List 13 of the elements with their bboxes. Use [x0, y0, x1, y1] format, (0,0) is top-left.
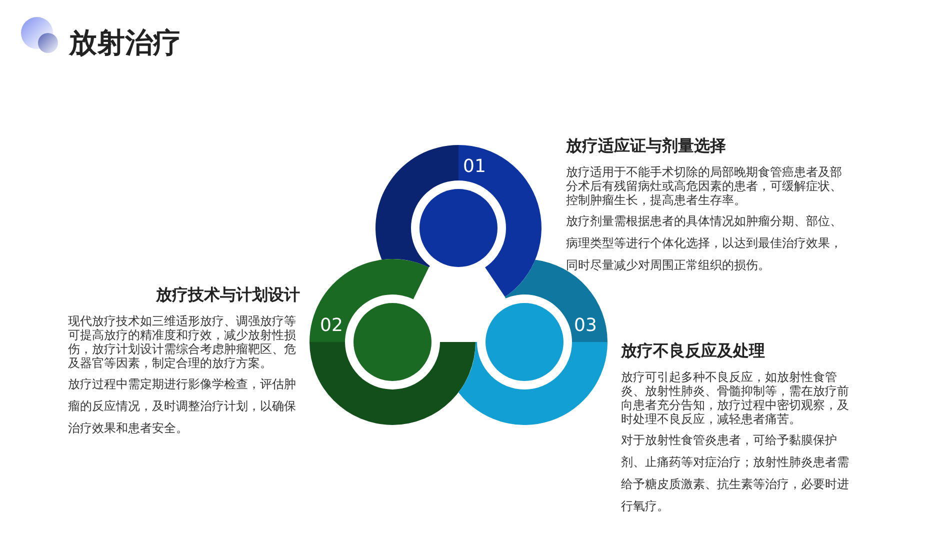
body-text: 放疗可引起多种不良反应，如放射性食管炎、放射性肺炎、骨髓抑制等，需在放疗前向患者充分告知，放疗过程中密切观察，及时处理不良反应，减轻患者痛苦。 — [621, 370, 850, 426]
body-text: 对于放射性食管炎患者，可给予黏膜保护剂、止痛药等对症治疗；放射性肺炎患者需给予糖皮质激素、抗生素等治疗，必要时进行氧疗。 — [621, 432, 850, 515]
page-title: 放射治疗 — [69, 25, 181, 61]
body-text: 现代放疗技术如三维适形放疗、调强放疗等可提高放疗的精准度和疗效，减少放射性损伤，放疗计划设计需综合考虑肿瘤靶区、危及器官等因素，制定合理的放疗方案。 — [68, 314, 297, 370]
body-text: 放疗过程中需定期进行影像学检查，评估肿瘤的反应情况，及时调整治疗计划，以确保治疗效果和患者安全。 — [68, 376, 297, 437]
body-text: 放疗适用于不能手术切除的局部晚期食管癌患者及部分术后有残留病灶或高危因素的患者，可缓解症状、控制肿瘤生长，提高患者生存率。 — [566, 165, 843, 207]
section-heading: 放疗技术与计划设计 — [156, 285, 300, 305]
section-heading: 放疗适应证与剂量选择 — [566, 136, 726, 156]
step-number: 03 — [574, 316, 597, 336]
body-text: 放疗剂量需根据患者的具体情况如肿瘤分期、部位、病理类型等进行个体化选择，以达到最佳治疗效果，同时尽量减少对周围正常组织的损伤。 — [566, 213, 843, 274]
step-number: 02 — [320, 316, 343, 336]
section-heading: 放疗不良反应及处理 — [621, 341, 765, 361]
step-number: 01 — [463, 157, 486, 177]
